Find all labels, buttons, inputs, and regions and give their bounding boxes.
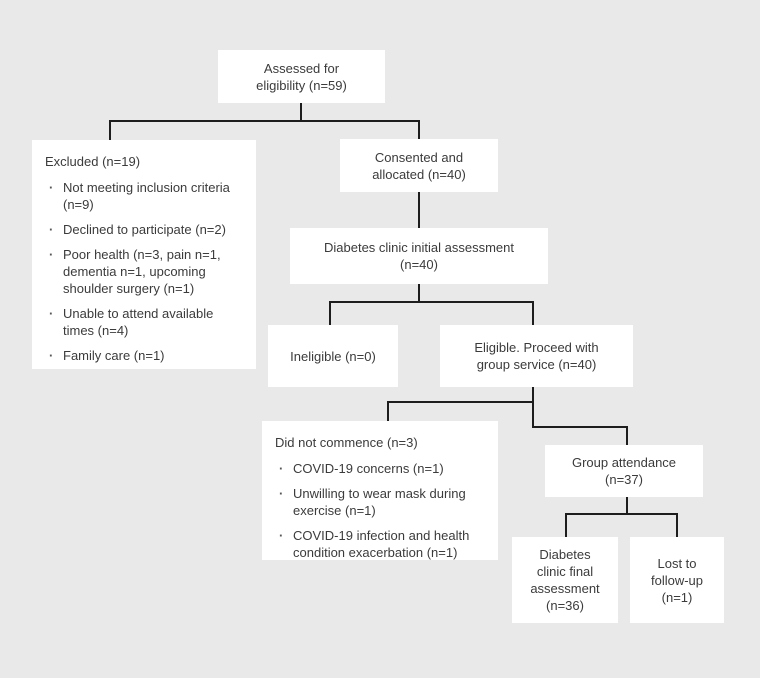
box-assessed-eligibility-text: Assessed for eligibility (n=59) bbox=[256, 60, 347, 93]
box-excluded: Excluded (n=19) Not meeting inclusion cr… bbox=[32, 140, 256, 369]
box-did-not-commence-title: Did not commence (n=3) bbox=[275, 435, 418, 450]
did-not-commence-reasons-list: COVID-19 concerns (n=1) Unwilling to wea… bbox=[275, 460, 486, 561]
box-final-assessment: Diabetes clinic final assessment (n=36) bbox=[512, 537, 618, 623]
connector-excluded-stub bbox=[109, 120, 111, 140]
excluded-reasons-list: Not meeting inclusion criteria (n=9) Dec… bbox=[45, 179, 244, 364]
box-consented-allocated-text: Consented and allocated (n=40) bbox=[372, 149, 466, 182]
connector-consented-initial bbox=[418, 192, 420, 228]
list-item: COVID-19 infection and health condition … bbox=[275, 527, 486, 561]
connector-consented-stub bbox=[418, 120, 420, 139]
box-eligible: Eligible. Proceed with group service (n=… bbox=[440, 325, 633, 387]
box-initial-assessment-text: Diabetes clinic initial assessment (n=40… bbox=[323, 240, 515, 272]
connector-branch2-horizontal bbox=[329, 301, 534, 303]
box-ineligible-text: Ineligible (n=0) bbox=[290, 348, 376, 364]
list-item: COVID-19 concerns (n=1) bbox=[275, 460, 486, 477]
box-excluded-title: Excluded (n=19) bbox=[45, 154, 141, 169]
connector-didnot-stub bbox=[387, 401, 389, 421]
box-final-assessment-text: Diabetes clinic final assessment (n=36) bbox=[530, 547, 600, 613]
box-group-attendance: Group attendance (n=37) bbox=[545, 445, 703, 497]
connector-final-stub bbox=[565, 513, 567, 537]
box-assessed-eligibility: Assessed for eligibility (n=59) bbox=[218, 50, 385, 103]
connector-assessed-down bbox=[300, 103, 302, 122]
list-item: Declined to participate (n=2) bbox=[45, 221, 244, 238]
connector-branch4-horizontal bbox=[565, 513, 678, 515]
list-item: Unable to attend available times (n=4) bbox=[45, 305, 244, 339]
box-lost-followup-text: Lost to follow-up (n=1) bbox=[650, 555, 704, 605]
list-item: Unwilling to wear mask during exercise (… bbox=[275, 485, 486, 519]
box-lost-followup: Lost to follow-up (n=1) bbox=[630, 537, 724, 623]
box-group-attendance-text: Group attendance (n=37) bbox=[571, 455, 677, 487]
list-item: Family care (n=1) bbox=[45, 347, 244, 364]
connector-lost-stub bbox=[676, 513, 678, 537]
connector-ineligible-stub bbox=[329, 301, 331, 325]
connector-initial-down bbox=[418, 284, 420, 303]
box-did-not-commence: Did not commence (n=3) COVID-19 concerns… bbox=[262, 421, 498, 560]
connector-attendance-down bbox=[626, 497, 628, 515]
connector-attendance-horizontal bbox=[532, 426, 628, 428]
connector-didnot-horizontal bbox=[387, 401, 534, 403]
list-item: Not meeting inclusion criteria (n=9) bbox=[45, 179, 244, 213]
connector-attendance-stub bbox=[626, 426, 628, 445]
box-ineligible: Ineligible (n=0) bbox=[268, 325, 398, 387]
box-initial-assessment: Diabetes clinic initial assessment (n=40… bbox=[290, 228, 548, 284]
connector-eligible-down bbox=[532, 387, 534, 428]
box-consented-allocated: Consented and allocated (n=40) bbox=[340, 139, 498, 192]
connector-top-horizontal bbox=[109, 120, 420, 122]
box-eligible-text: Eligible. Proceed with group service (n=… bbox=[474, 340, 599, 372]
connector-eligible-stub bbox=[532, 301, 534, 325]
list-item: Poor health (n=3, pain n=1, dementia n=1… bbox=[45, 246, 244, 297]
